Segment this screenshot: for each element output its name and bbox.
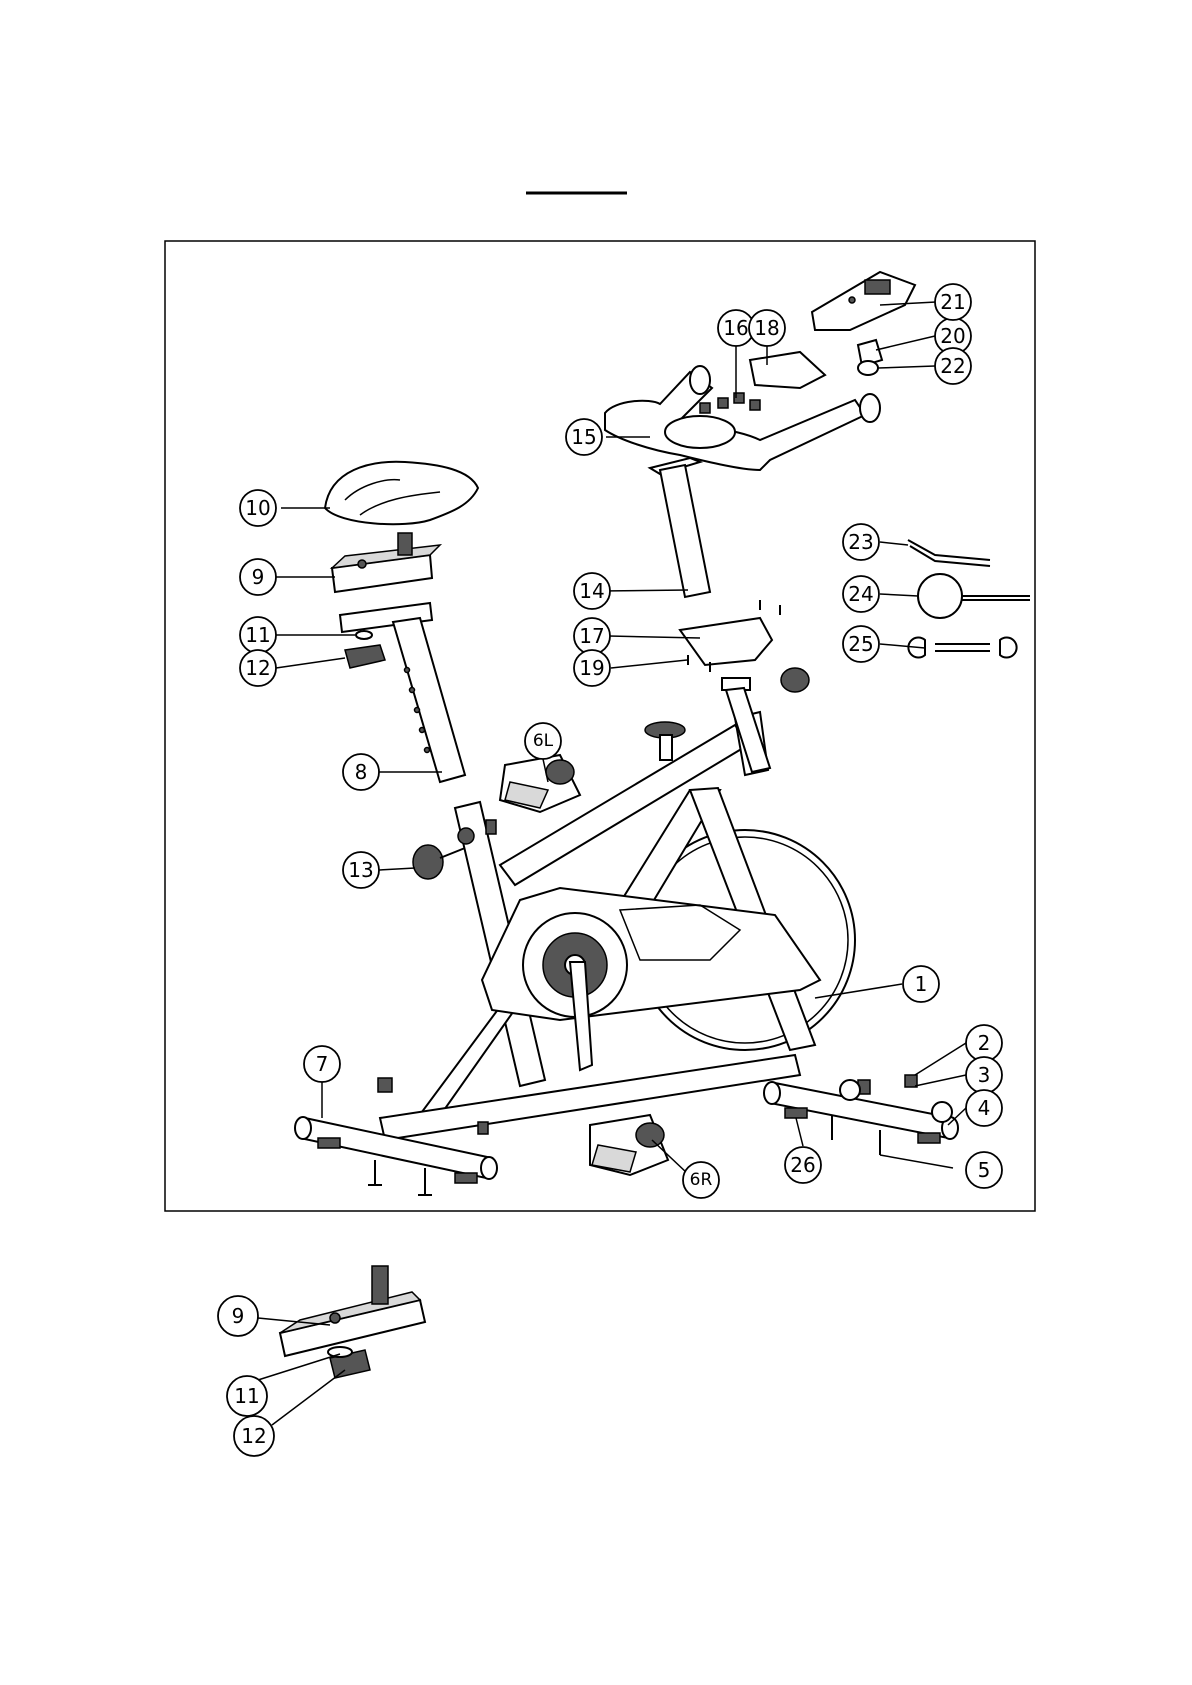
callout-21: 21 [935,284,971,320]
callout-18-text: 18 [754,316,779,340]
callout-26-text: 26 [790,1153,815,1177]
callout-12-text: 12 [245,656,270,680]
seat-knob-part [345,645,385,668]
callout-17: 17 [574,618,610,654]
detail-callout-12-text: 12 [241,1424,266,1448]
callout-20-text: 20 [940,324,965,348]
detail-callout-9-text: 9 [232,1304,245,1328]
callout-17-text: 17 [579,624,604,648]
callout-6L-text: 6L [533,731,554,751]
callout-9: 9 [240,559,276,595]
callout-19: 19 [574,650,610,686]
callout-18: 18 [749,310,785,346]
callout-24: 24 [843,576,879,612]
callout-11-text: 11 [245,623,270,647]
callout-6L: 6L [525,723,561,759]
callout-13: 13 [343,852,379,888]
console-bracket-part [858,340,882,375]
callout-16-text: 16 [723,316,748,340]
detail-callout-9: 9 [218,1296,258,1336]
pedal-left-part [500,755,580,812]
callout-6R: 6R [683,1162,719,1198]
detail-callout-12: 12 [234,1416,274,1456]
callout-1: 1 [903,966,939,1002]
callout-4-text: 4 [978,1096,991,1120]
saddle-part [325,462,478,524]
diagram-frame [165,241,1035,1211]
detail-callout-11: 11 [227,1376,267,1416]
callout-24-text: 24 [848,582,873,606]
callout-8: 8 [343,754,379,790]
callout-22-text: 22 [940,354,965,378]
callout-3-text: 3 [978,1063,991,1087]
callout-13-text: 13 [348,858,373,882]
callout-8-text: 8 [355,760,368,784]
handlebar-part [605,366,880,470]
resistance-knob-part [722,668,809,772]
allen-key-tool [908,540,990,566]
callout-14-text: 14 [579,579,604,603]
callout-15: 15 [566,419,602,455]
console-part [812,272,915,330]
callout-19-text: 19 [579,656,604,680]
bolt-set-part [700,393,760,413]
washer-part [356,631,372,639]
callout-15-text: 15 [571,425,596,449]
callout-7: 7 [304,1046,340,1082]
callout-23: 23 [843,524,879,560]
callout-5: 5 [966,1152,1002,1188]
handlebar-post-part [650,458,710,597]
callout-21-text: 21 [940,290,965,314]
callout-10-text: 10 [245,496,270,520]
callout-12: 12 [240,650,276,686]
callout-2: 2 [966,1025,1002,1061]
seat-slider-part [332,533,440,592]
bracket-part [680,618,772,665]
callout-6R-text: 6R [690,1170,713,1190]
callout-11: 11 [240,617,276,653]
callout-26: 26 [785,1147,821,1183]
callout-22: 22 [935,348,971,384]
bottle-holder-part [750,352,825,388]
callout-1-text: 1 [915,972,928,996]
callout-2-text: 2 [978,1031,991,1055]
detail-callout-11-text: 11 [234,1384,259,1408]
callout-10: 10 [240,490,276,526]
callout-5-text: 5 [978,1158,991,1182]
callout-4: 4 [966,1090,1002,1126]
callout-23-text: 23 [848,530,873,554]
callout-9-text: 9 [252,565,265,589]
callout-3: 3 [966,1057,1002,1093]
callout-25: 25 [843,626,879,662]
callout-7-text: 7 [316,1052,329,1076]
callout-25-text: 25 [848,632,873,656]
multi-wrench-tool [918,574,1030,618]
callout-14: 14 [574,573,610,609]
